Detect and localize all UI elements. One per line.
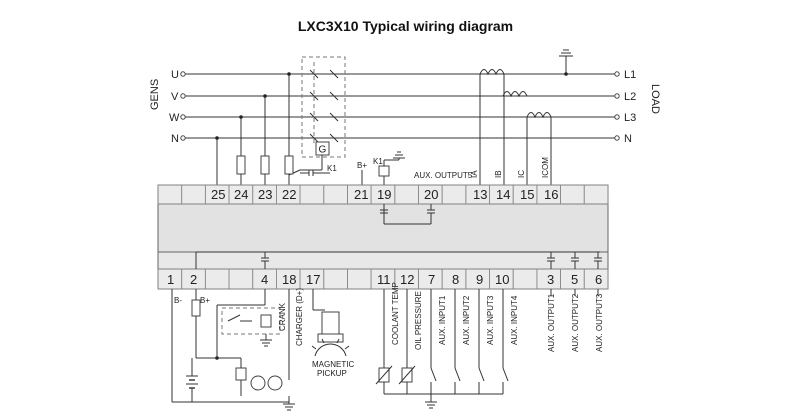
terminal-23: 23: [258, 187, 272, 202]
terminal-12: 12: [400, 272, 414, 287]
phase-bus: [180, 71, 620, 141]
phase-label-v: V: [171, 91, 179, 103]
ib-label: IB: [494, 170, 503, 178]
terminal-14: 14: [496, 187, 510, 202]
aux-output5-label: AUX. OUTPUT5: [414, 171, 473, 180]
terminal-7: 7: [428, 272, 435, 287]
terminal-9: 9: [476, 272, 483, 287]
b-plus-top-label: B+: [357, 161, 367, 170]
load-label: LOAD: [649, 84, 661, 114]
voltage-sense-wires: [215, 72, 294, 185]
load-label-l2: L2: [624, 91, 636, 103]
diagram-title: LXC3X10 Typical wiring diagram: [297, 18, 514, 34]
magnetic-pickup-label-2: PICKUP: [317, 369, 347, 378]
terminal-4: 4: [261, 272, 268, 287]
gens-label: GENS: [149, 79, 161, 110]
controller-body: [157, 184, 609, 290]
terminal-22: 22: [282, 187, 296, 202]
magnetic-pickup: [311, 289, 350, 357]
battery-crank-wiring: [171, 289, 295, 411]
terminal-11: 11: [377, 272, 391, 287]
k1-contact: [288, 169, 330, 176]
aux-input4-label: AUX. INPUT4: [510, 295, 519, 345]
ic-label: IC: [517, 170, 526, 178]
aux-output3-label: AUX. OUTPUT3: [595, 293, 604, 352]
terminal-19: 19: [377, 187, 391, 202]
load-label-l3: L3: [624, 112, 636, 124]
g-label: G: [319, 145, 327, 156]
terminal-25: 25: [211, 187, 225, 202]
terminal-2: 2: [190, 272, 197, 287]
terminal-17: 17: [306, 272, 320, 287]
phase-label-n: N: [171, 133, 179, 145]
aux-output2-label: AUX. OUTPUT2: [571, 293, 580, 352]
terminal-6: 6: [595, 272, 602, 287]
load-label-l1: L1: [624, 69, 636, 81]
terminal-20: 20: [424, 187, 438, 202]
b-plus-label: B+: [200, 296, 210, 305]
b-minus-label: B-: [174, 296, 182, 305]
terminal-21: 21: [354, 187, 368, 202]
terminal-1: 1: [167, 272, 174, 287]
terminal-10: 10: [495, 272, 509, 287]
charger-label: CHARGER (D+): [295, 288, 304, 346]
crank-label: CRANK: [278, 302, 287, 331]
terminal-15: 15: [520, 187, 534, 202]
b-plus-relay-wires: [361, 151, 405, 185]
top-terminal-strip: [157, 184, 609, 205]
ground-symbol-top: [559, 49, 573, 76]
oil-pressure-label: OIL PRESSURE: [414, 291, 423, 350]
current-transformers: [479, 69, 552, 185]
k1-relay-label: K1: [373, 157, 383, 166]
bottom-terminal-strip: [157, 268, 609, 290]
aux-input1-label: AUX. INPUT1: [438, 295, 447, 345]
phase-label-w: W: [169, 112, 180, 124]
sensor-wiring: [375, 289, 599, 409]
k1-contact-label: K1: [327, 164, 337, 173]
ia-label: IA: [470, 170, 479, 178]
phase-label-u: U: [171, 69, 179, 81]
icom-label: ICOM: [541, 157, 550, 178]
aux-input3-label: AUX. INPUT3: [486, 295, 495, 345]
aux-input2-label: AUX. INPUT2: [462, 295, 471, 345]
magnetic-pickup-label-1: MAGNETIC: [312, 360, 354, 369]
terminal-8: 8: [452, 272, 459, 287]
terminal-16: 16: [544, 187, 558, 202]
coolant-temp-label: COOLANT TEMP: [391, 282, 400, 345]
load-label-n: N: [624, 133, 632, 145]
breaker-box: [301, 56, 346, 158]
terminal-24: 24: [234, 187, 248, 202]
aux-output1-label: AUX. OUTPUT1: [547, 293, 556, 352]
terminal-5: 5: [571, 272, 578, 287]
terminal-18: 18: [282, 272, 296, 287]
internal-traces: [195, 204, 602, 269]
terminal-cell: [583, 268, 609, 290]
terminal-cell: [583, 184, 609, 205]
terminal-3: 3: [547, 272, 554, 287]
terminal-13: 13: [473, 187, 487, 202]
